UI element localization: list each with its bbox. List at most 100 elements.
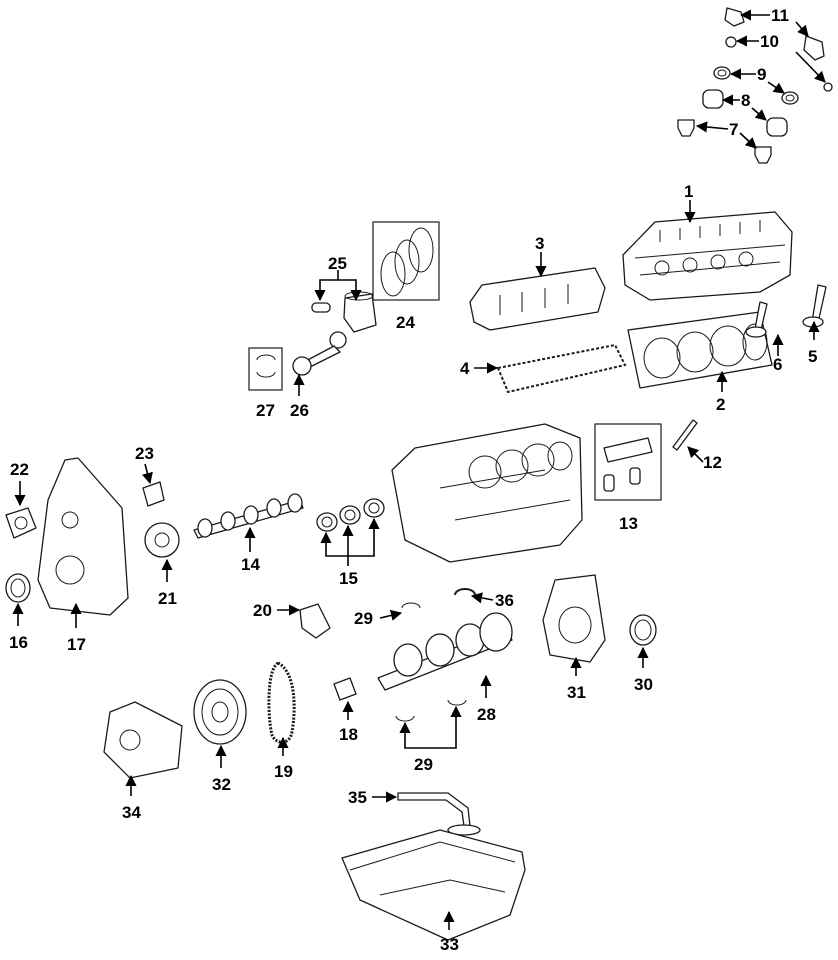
callout-13: 13 [619,514,638,533]
svg-text:9: 9 [757,65,766,84]
callout-24: 24 [396,313,415,332]
callout-33: 33 [440,910,459,954]
callout-23: 23 [135,444,154,485]
svg-text:7: 7 [729,120,738,139]
thrust-bearing-part [454,588,476,596]
svg-text:33: 33 [440,935,459,954]
exhaust-valve-part [802,284,827,328]
callout-6: 6 [772,333,784,374]
engine-block-part [391,423,583,563]
callout-15: 15 [320,517,380,588]
callout-2: 2 [716,370,728,414]
callout-27: 27 [256,401,275,420]
rocker-arm-part [724,7,825,61]
harmonic-balancer-part [193,679,247,745]
valve-seal-part [713,66,799,105]
valve-spring-retainer-part [677,119,772,164]
svg-text:11: 11 [771,6,789,25]
svg-text:19: 19 [274,762,293,781]
head-gasket-part [627,311,773,389]
svg-text:35: 35 [348,788,367,807]
svg-text:26: 26 [290,401,309,420]
callout-10: 10 [735,32,826,83]
callout-36: 36 [470,591,514,610]
callout-28: 28 [477,674,496,724]
camshaft-bearing-part [316,498,385,532]
crank-sprocket-part [333,677,357,701]
callout-7: 7 [695,120,757,149]
svg-text:23: 23 [135,444,154,463]
callout-25: 25 [314,254,362,302]
crankshaft-seal-part [5,573,31,603]
callout-12: 12 [687,446,722,472]
svg-text:2: 2 [716,395,725,414]
callout-21: 21 [158,558,177,608]
piston-pin-part [311,302,331,313]
svg-text:31: 31 [567,683,586,702]
svg-text:13: 13 [619,514,638,533]
svg-text:10: 10 [760,32,779,51]
svg-text:4: 4 [460,359,470,378]
piston-ring-part [380,227,434,297]
svg-text:1: 1 [684,182,693,201]
svg-text:24: 24 [396,313,415,332]
piston-part [343,291,377,333]
svg-text:27: 27 [256,401,275,420]
callout-32: 32 [212,744,231,794]
callout-3: 3 [535,234,547,278]
svg-text:30: 30 [634,675,653,694]
svg-text:14: 14 [241,555,260,574]
callout-20: 20 [253,601,301,620]
rear-main-seal-part [629,614,657,646]
callout-31: 31 [567,656,586,702]
svg-text:17: 17 [67,635,86,654]
callout-14: 14 [241,526,260,574]
camshaft-sensor-seal-part [5,507,37,539]
svg-text:6: 6 [773,355,782,374]
svg-text:20: 20 [253,601,272,620]
callout-8: 8 [721,91,767,121]
callout-16: 16 [9,602,28,652]
callout-1: 1 [684,182,696,224]
callout-26: 26 [290,373,309,420]
callout-5: 5 [808,320,820,366]
callout-9: 9 [729,65,785,94]
dowel-pin-part [672,419,698,451]
svg-text:5: 5 [808,347,817,366]
svg-text:8: 8 [741,91,750,110]
callout-18: 18 [339,700,358,744]
rear-cover-part [542,574,606,663]
callout-35: 35 [348,788,398,807]
callout-17: 17 [67,602,86,654]
main-bearing-part [395,602,467,722]
svg-text:36: 36 [495,591,514,610]
svg-text:32: 32 [212,775,231,794]
callout-11: 11 [739,6,809,37]
callout-4: 4 [460,359,499,378]
lifter-guide-box [594,423,662,501]
svg-text:28: 28 [477,705,496,724]
svg-text:16: 16 [9,633,28,652]
svg-text:22: 22 [10,460,29,479]
crankshaft-part [377,612,513,691]
callout-30: 30 [634,646,653,694]
cylinder-head-part [622,211,793,301]
lifter-guide-part [603,437,653,492]
svg-text:15: 15 [339,569,358,588]
svg-text:25: 25 [328,254,347,273]
connecting-rod-part [292,331,347,376]
pushrod-guide-part [725,36,833,92]
callout-22: 22 [10,460,29,507]
lifter-part [702,89,788,137]
svg-text:12: 12 [703,453,722,472]
callout-34: 34 [122,774,141,822]
camshaft-sensor-part [142,481,165,507]
chain-guide-part [299,603,331,639]
oil-pump-part [103,701,183,779]
svg-text:21: 21 [158,589,177,608]
oil-pan-part [341,829,526,941]
svg-text:34: 34 [122,803,141,822]
oil-pickup-tube-part [397,792,481,836]
timing-chain-part [267,661,296,744]
intake-valve-part [745,301,768,338]
